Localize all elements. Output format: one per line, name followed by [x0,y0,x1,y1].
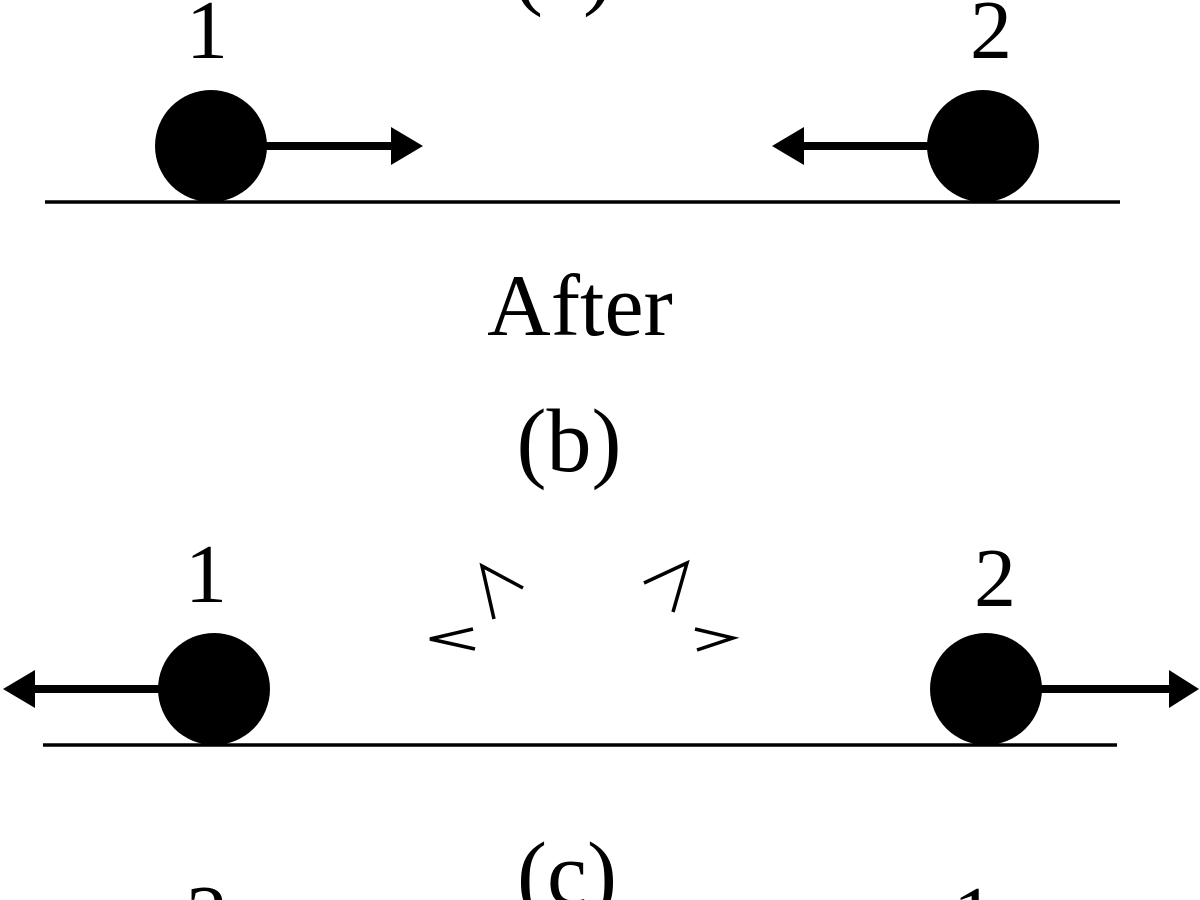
burst-mark-lower-left [429,627,476,651]
section-a-ball-2 [927,90,1039,202]
burst-mark-upper-left [479,562,524,620]
section-c-ball-1-label: 1 [953,870,995,900]
section-b-ball-2 [930,633,1042,745]
section-b-ball-1 [158,633,270,745]
section-a-ball-1-label: 1 [186,0,228,77]
section-b-ball-2-label: 2 [974,532,1016,625]
arrow-head [1169,670,1199,708]
section-c-ball-2-label: 2 [186,869,228,900]
section-a-velocity-arrow-right-icon [260,127,423,165]
section-a-ball-1 [155,90,267,202]
collision-burst-icon [429,559,740,652]
section-a-ball-2-label: 2 [970,0,1012,77]
burst-mark-lower-right [694,627,740,652]
arrow-head [3,670,35,708]
arrow-head [772,127,804,165]
section-b-ball-1-label: 1 [185,528,227,621]
section-a-label: (a) [513,0,613,18]
arrow-head [391,127,423,165]
section-a-velocity-arrow-left-icon [772,127,933,165]
section-b-label: (b) [517,392,622,491]
section-b-velocity-arrow-left-icon [3,670,165,708]
burst-mark-upper-right [643,559,690,613]
section-b-velocity-arrow-right-icon [1035,670,1199,708]
section-c-label: (c) [517,825,617,900]
after-heading: After [487,258,673,355]
